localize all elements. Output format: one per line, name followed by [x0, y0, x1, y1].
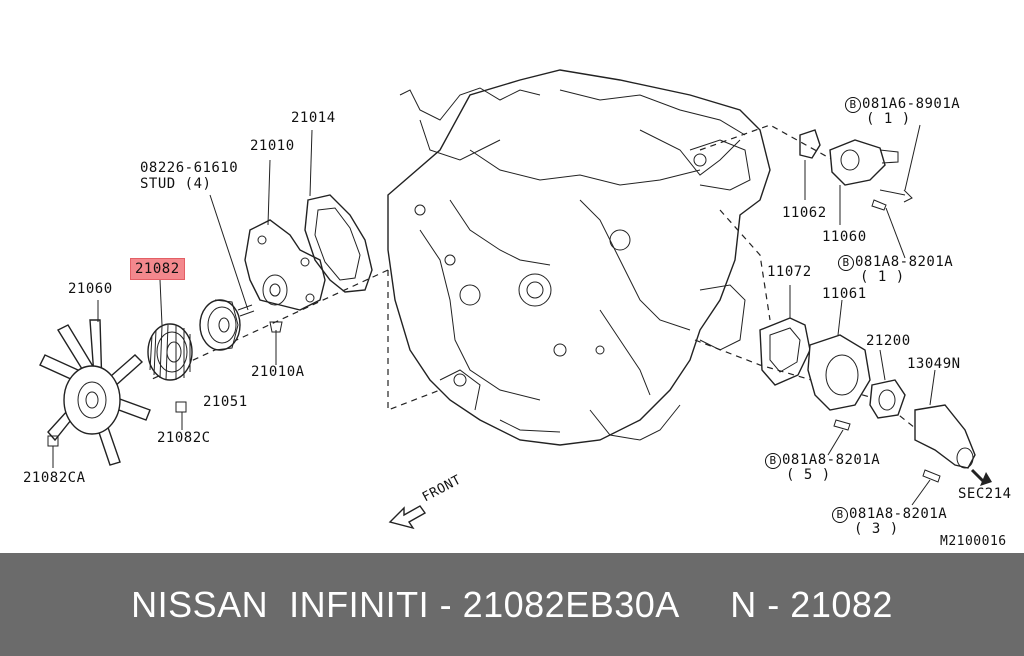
bolt-marker-icon: B	[838, 255, 854, 271]
label-21082CA: 21082CA	[23, 470, 86, 486]
bolts	[47, 401, 187, 468]
part-number-title: NISSAN INFINITI - 21082EB30A N - 21082	[131, 583, 893, 625]
water-outlet-11060	[799, 124, 921, 259]
label-21010: 21010	[250, 138, 295, 154]
label-11061: 11061	[822, 286, 867, 302]
label-11060: 11060	[822, 229, 867, 245]
label-bolt-qty-3: ( 3 )	[854, 521, 899, 537]
label-21200: 21200	[866, 333, 911, 349]
engine-exploded-view	[39, 69, 992, 530]
label-11072: 11072	[767, 264, 812, 280]
gasket-21014	[304, 129, 373, 293]
water-pump-21010	[209, 159, 326, 365]
front-arrow-icon	[388, 505, 427, 530]
bolt-marker-icon: B	[832, 507, 848, 523]
part-number-footer: NISSAN INFINITI - 21082EB30A N - 21082	[0, 553, 1024, 656]
label-bolt-qty-5: ( 5 )	[786, 467, 831, 483]
fan-21060	[39, 300, 151, 466]
fan-clutch-21082	[147, 279, 193, 381]
label-11062: 11062	[782, 205, 827, 221]
label-21060: 21060	[68, 281, 113, 297]
label-sec214[interactable]: SEC214	[958, 486, 1012, 502]
bolt-marker-icon: B	[765, 453, 781, 469]
thermostat-assembly	[759, 285, 992, 506]
label-21082C: 21082C	[157, 430, 211, 446]
label-21082-highlighted[interactable]: 21082	[130, 258, 185, 280]
label-bolt-qty-1b: ( 1 )	[860, 269, 905, 285]
engine-block	[387, 69, 771, 446]
label-08226-61610: 08226-61610	[140, 160, 239, 176]
parts-diagram: 21014 21010 08226-61610 STUD (4) 21082 2…	[23, 69, 1012, 549]
label-21051: 21051	[203, 394, 248, 410]
label-bolt-qty-1: ( 1 )	[866, 111, 911, 127]
label-13049N: 13049N	[907, 356, 961, 372]
diagram-id: M2100016	[940, 534, 1007, 549]
label-21010A: 21010A	[251, 364, 305, 380]
label-stud: STUD (4)	[140, 176, 212, 192]
bolt-marker-icon: B	[845, 97, 861, 113]
pulley-21051	[199, 299, 241, 351]
label-21014: 21014	[291, 110, 336, 126]
